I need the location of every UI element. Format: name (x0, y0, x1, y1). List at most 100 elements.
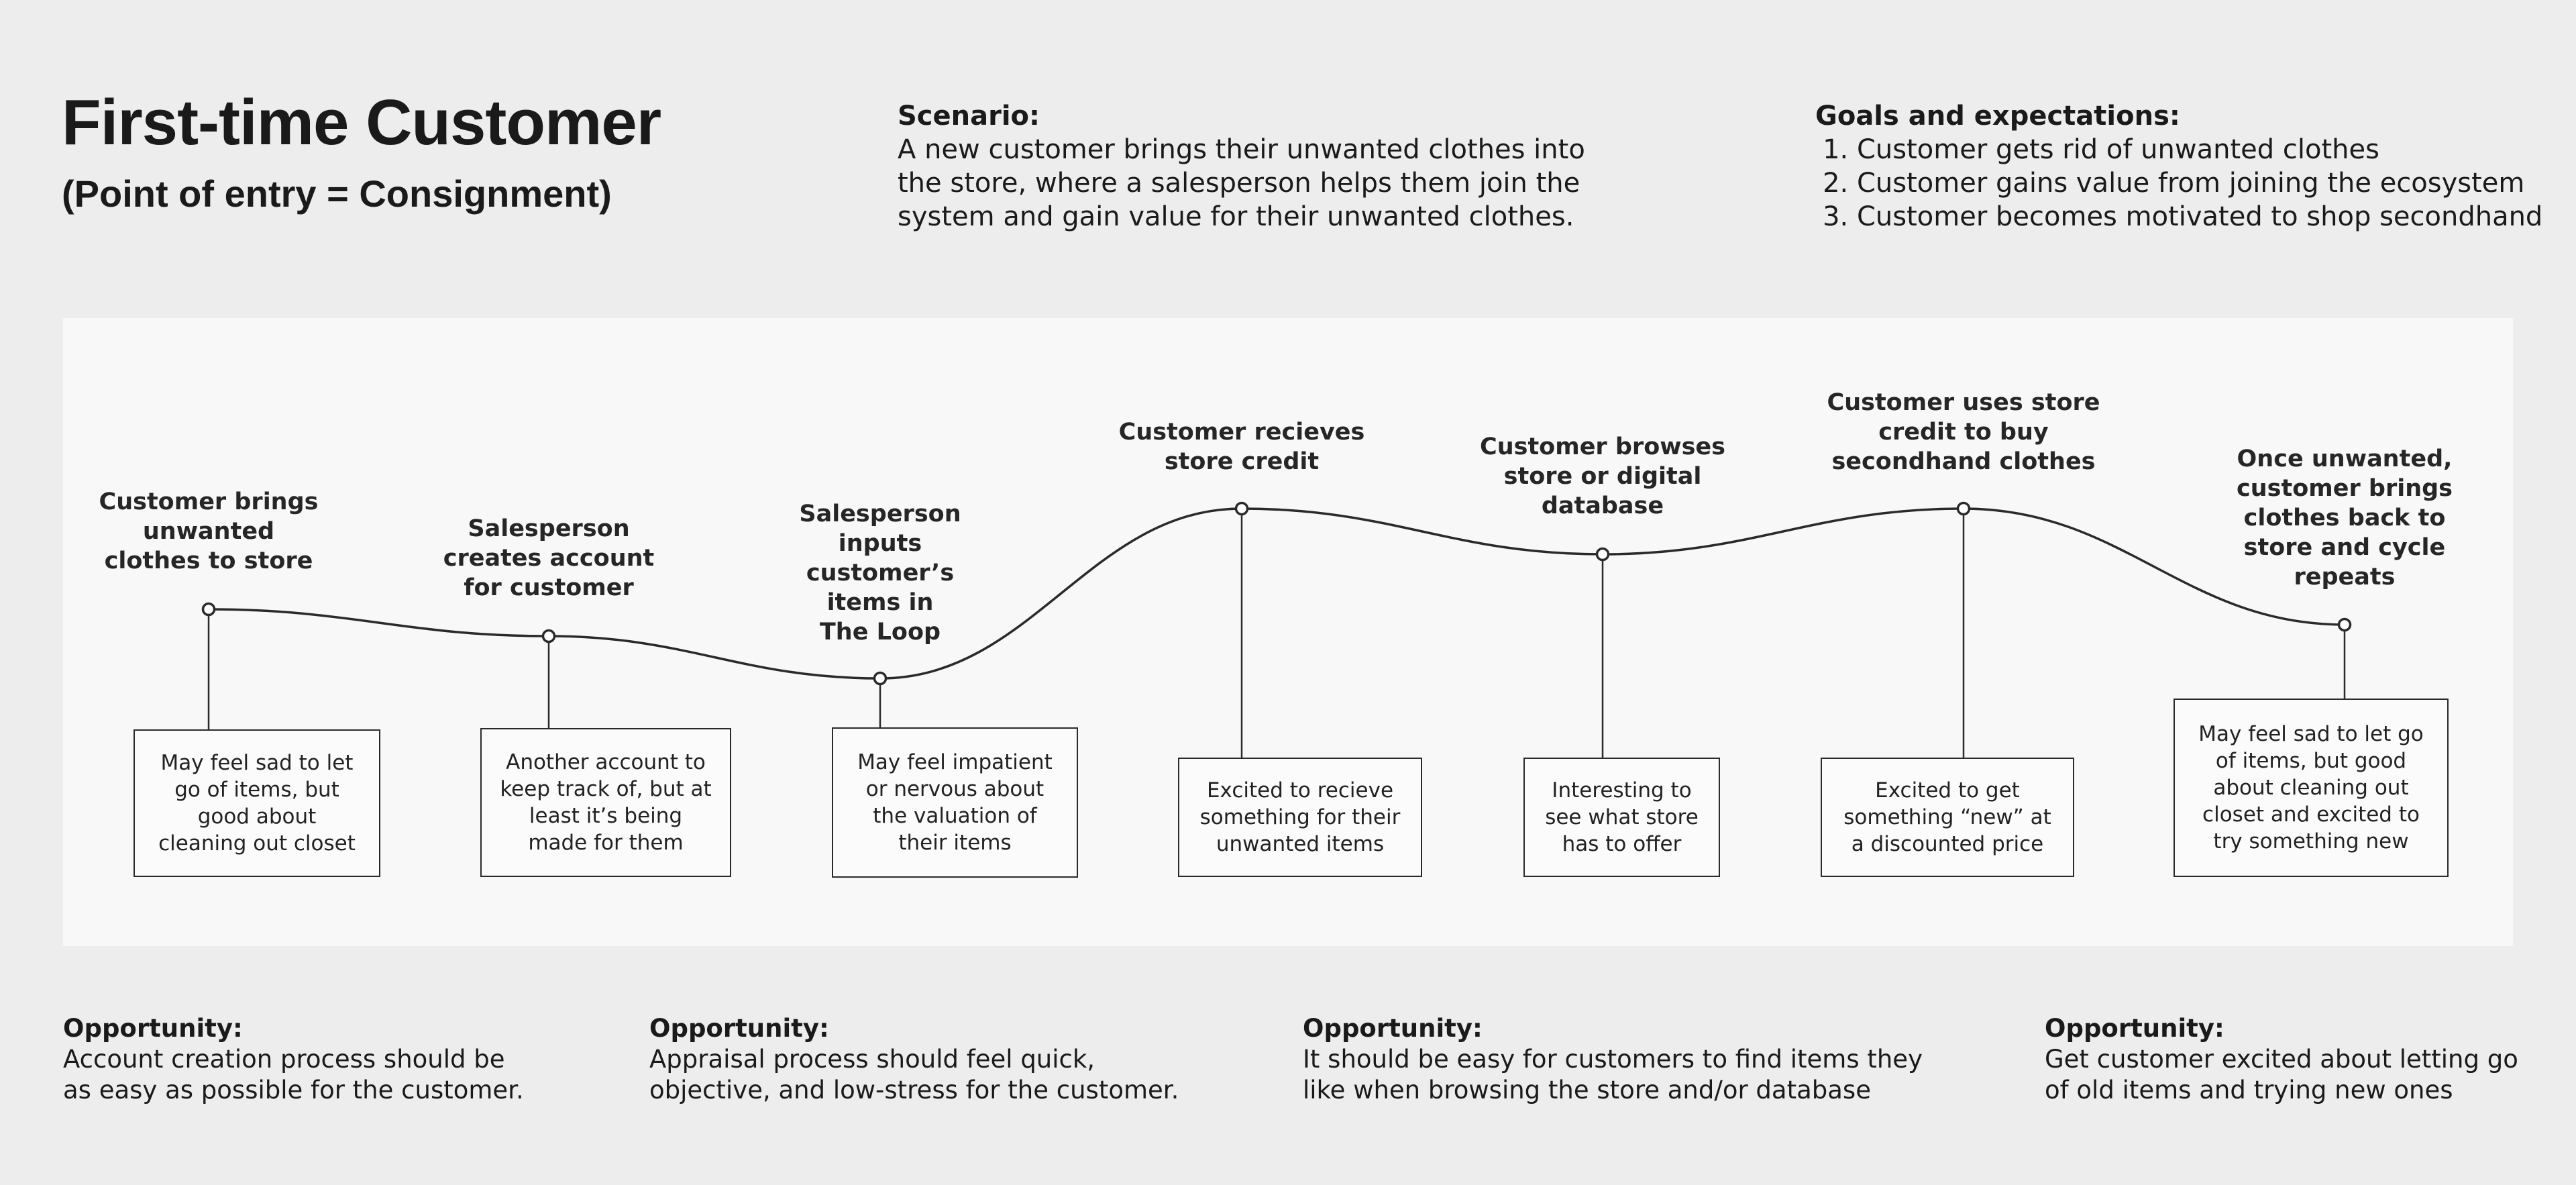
feeling-line: least it’s being (529, 804, 683, 828)
step-label-line: Customer recieves (1118, 419, 1365, 446)
step-label: Customer browses store or digital database (1480, 432, 1725, 521)
feeling-text: Another account to keep track of, but at l… (500, 749, 711, 856)
opportunity-block: Opportunity:Account creation process sho… (63, 1013, 524, 1106)
opportunity-line: Account creation process should be (63, 1045, 505, 1074)
opportunity-heading: Opportunity: (2045, 1014, 2224, 1043)
step-label-line: Salesperson (799, 501, 961, 527)
opportunity-line: objective, and low-stress for the custom… (649, 1076, 1179, 1104)
feeling-box: May feel impatient or nervous about the va… (832, 727, 1078, 878)
step-node (1956, 501, 1971, 516)
step-node (201, 602, 216, 617)
feeling-line: their items (898, 831, 1012, 855)
feeling-line: a discounted price (1851, 832, 2044, 856)
opportunity-block: Opportunity:Appraisal process should fee… (649, 1013, 1179, 1106)
step-label-line: secondhand clothes (1831, 448, 2096, 475)
feeling-line: see what store (1545, 805, 1699, 829)
step-node (1595, 547, 1610, 562)
scenario-line: the store, where a salesperson helps the… (898, 168, 1580, 199)
feeling-line: try something new (2213, 829, 2409, 854)
step-node (541, 629, 556, 643)
feeling-line: Another account to (506, 750, 706, 774)
step-node (873, 671, 888, 686)
goal-item: Customer gets rid of unwanted clothes (1857, 133, 2567, 166)
goal-item: Customer gains value from joining the ec… (1857, 166, 2567, 200)
step-label-line: inputs (838, 530, 922, 557)
step-label: Salesperson inputs customer’s items in The L… (799, 499, 961, 647)
feeling-line: Interesting to (1552, 778, 1692, 803)
feeling-line: unwanted items (1216, 832, 1385, 856)
step-label-line: Customer uses store (1827, 389, 2100, 416)
feeling-text: May feel impatient or nervous about the va… (857, 749, 1053, 856)
step-label-line: credit to buy (1878, 419, 2049, 446)
step-label-line: store or digital (1503, 463, 1702, 490)
scenario-section: Scenario: A new customer brings their un… (898, 99, 1595, 234)
opportunity-line: Appraisal process should feel quick, (649, 1045, 1095, 1074)
feeling-line: Excited to recieve (1206, 778, 1394, 803)
scenario-line: A new customer brings their unwanted clo… (898, 134, 1585, 165)
step-label-line: Customer browses (1480, 433, 1725, 460)
feeling-text: May feel sad to let go of items, but good … (158, 750, 356, 857)
step-label-line: for customer (464, 574, 634, 601)
step-label-line: clothes back to (2243, 505, 2446, 531)
feeling-line: or nervous about (865, 777, 1044, 801)
goals-heading: Goals and expectations: (1815, 101, 2180, 132)
feeling-line: go of items, but (174, 778, 339, 802)
opportunity-line: of old items and trying new ones (2045, 1076, 2453, 1104)
opportunity-line: It should be easy for customers to find … (1303, 1045, 1923, 1074)
step-label-line: The Loop (819, 619, 941, 646)
step-label-line: customer’s (806, 560, 955, 586)
feeling-line: has to offer (1562, 832, 1682, 856)
feeling-line: closet and excited to (2202, 803, 2420, 827)
step-label-line: store and cycle (2243, 534, 2446, 561)
feeling-line: May feel impatient (857, 750, 1053, 774)
step-label-line: items in (826, 589, 934, 616)
step-label-line: Once unwanted, (2237, 446, 2453, 472)
feeling-line: of items, but good (2215, 749, 2407, 773)
step-label-line: creates account (443, 545, 655, 572)
opportunity-block: Opportunity:It should be easy for custom… (1303, 1013, 1923, 1106)
opportunity-heading: Opportunity: (649, 1014, 829, 1043)
goals-section: Goals and expectations: Customer gets ri… (1815, 99, 2567, 234)
step-label-line: customer brings (2236, 475, 2453, 502)
step-label: Once unwanted, customer brings clothes bac… (2237, 444, 2453, 592)
opportunity-line: like when browsing the store and/or data… (1303, 1076, 1871, 1104)
feeling-box: May feel sad to let go of items, but good … (133, 729, 380, 877)
feeling-line: Excited to get (1875, 778, 2020, 803)
step-node (2337, 617, 2352, 632)
step-label-line: database (1541, 493, 1664, 519)
goals-list: Customer gets rid of unwanted clothes Cu… (1815, 133, 2567, 234)
feeling-line: cleaning out closet (158, 831, 356, 856)
step-label-line: Salesperson (468, 515, 630, 542)
page-subtitle: (Point of entry = Consignment) (62, 172, 612, 215)
step-label-line: store credit (1164, 448, 1320, 475)
step-label-line: Customer brings (99, 488, 319, 515)
feeling-line: the valuation of (873, 804, 1037, 828)
step-label-line: unwanted (142, 518, 275, 545)
feeling-line: something for their (1199, 805, 1401, 829)
feeling-line: May feel sad to let go (2198, 722, 2424, 746)
feeling-line: made for them (528, 831, 684, 855)
opportunity-heading: Opportunity: (63, 1014, 243, 1043)
opportunity-line: Get customer excited about letting go (2045, 1045, 2518, 1074)
opportunity-block: Opportunity:Get customer excited about l… (2045, 1013, 2518, 1106)
step-label-line: repeats (2294, 564, 2396, 590)
feeling-box: May feel sad to let go of items, but good… (2174, 699, 2449, 877)
feeling-line: good about (197, 805, 317, 829)
opportunity-line: as easy as possible for the customer. (63, 1076, 524, 1104)
feeling-text: May feel sad to let go of items, but good… (2198, 721, 2423, 855)
feeling-line: about cleaning out (2213, 776, 2409, 800)
feeling-line: keep track of, but at (500, 777, 712, 801)
feeling-line: something “new” at (1843, 805, 2051, 829)
feeling-box: Another account to keep track of, but at l… (480, 728, 731, 877)
feeling-line: May feel sad to let (160, 751, 354, 775)
page-title: First-time Customer (62, 87, 661, 158)
